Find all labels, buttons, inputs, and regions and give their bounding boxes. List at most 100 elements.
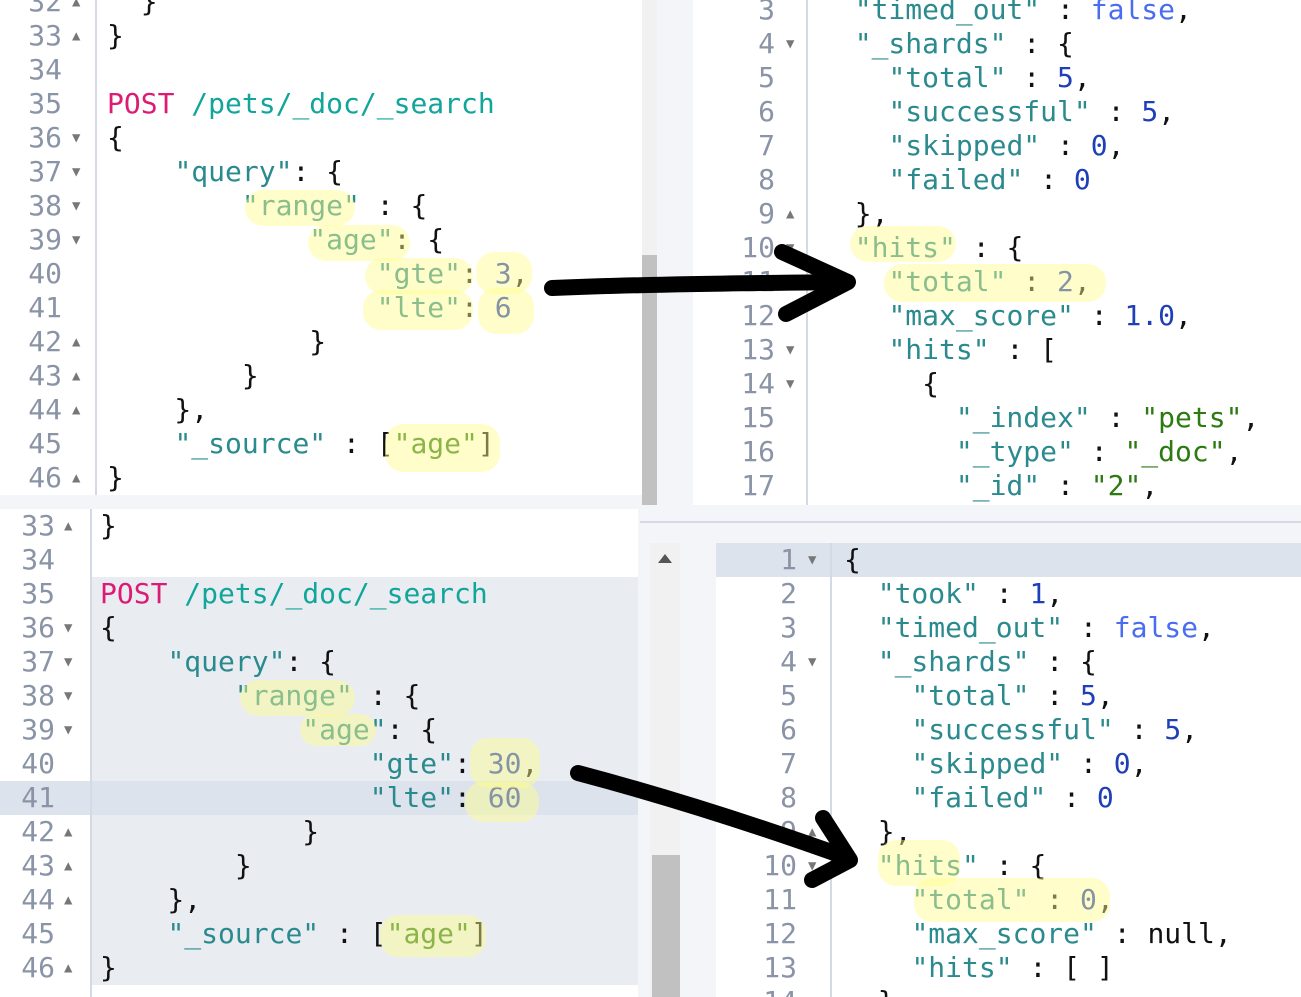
code-line[interactable]: 8 "failed" : 0	[716, 781, 1301, 815]
fold-triangle-up-icon[interactable]: ▲	[808, 824, 817, 840]
code-line[interactable]: 6 "successful" : 5,	[716, 713, 1301, 747]
fold-triangle-down-icon[interactable]: ▼	[64, 654, 73, 670]
fold-triangle-down-icon[interactable]: ▼	[786, 342, 795, 358]
fold-triangle-up-icon[interactable]: ▲	[64, 518, 73, 534]
code-line[interactable]: 34	[0, 53, 642, 87]
fold-triangle-up-icon[interactable]: ▲	[64, 824, 73, 840]
code-line[interactable]: 34	[0, 543, 638, 577]
fold-triangle-up-icon[interactable]: ▲	[72, 470, 81, 486]
code-line[interactable]: 38▼ "range" : {	[0, 189, 642, 223]
code-line[interactable]: 13▼ "hits" : [	[693, 333, 1301, 367]
code-line[interactable]: 38▼ "range" : {	[0, 679, 638, 713]
fold-triangle-up-icon[interactable]: ▲	[786, 206, 795, 222]
fold-triangle-down-icon[interactable]: ▼	[64, 688, 73, 704]
token: : {	[955, 231, 1024, 264]
fold-triangle-down-icon[interactable]: ▼	[808, 552, 817, 568]
code-line[interactable]: 8 "failed" : 0	[693, 163, 1301, 197]
fold-triangle-down-icon[interactable]: ▼	[72, 232, 81, 248]
code-line[interactable]: 12 "max_score" : null,	[716, 917, 1301, 951]
line-number: 46	[28, 461, 62, 494]
request-scrollbar-thumb-top[interactable]	[642, 255, 657, 505]
code-line[interactable]: 10▼ "hits" : {	[716, 849, 1301, 883]
token: :	[461, 291, 495, 324]
code-line[interactable]: 5 "total" : 5,	[693, 61, 1301, 95]
fold-triangle-up-icon[interactable]: ▲	[64, 858, 73, 874]
fold-triangle-up-icon[interactable]: ▲	[64, 892, 73, 908]
code-line[interactable]: 40 "gte": 30,	[0, 747, 638, 781]
code-line[interactable]: 3 "timed_out" : false,	[693, 0, 1301, 27]
code-line[interactable]: 16 "_type" : "_doc",	[693, 435, 1301, 469]
code-line[interactable]: 33▲}	[0, 509, 638, 543]
code-line[interactable]: 33▲}	[0, 19, 642, 53]
fold-triangle-up-icon[interactable]: ▲	[72, 28, 81, 44]
code-line[interactable]: 4▼ "_shards" : {	[693, 27, 1301, 61]
code-line[interactable]: 45 "_source" : ["age"]	[0, 917, 638, 951]
code-line[interactable]: 15 "_index" : "pets",	[693, 401, 1301, 435]
code-text: }	[100, 849, 252, 883]
code-line[interactable]: 14▼ {	[693, 367, 1301, 401]
code-line[interactable]: 3 "timed_out" : false,	[716, 611, 1301, 645]
code-line[interactable]: 14▲ }	[716, 985, 1301, 997]
fold-triangle-down-icon[interactable]: ▼	[72, 198, 81, 214]
code-line[interactable]: 44▲ },	[0, 883, 638, 917]
code-line[interactable]: 41 "lte": 6	[0, 291, 642, 325]
code-line[interactable]: 40 "gte": 3,	[0, 257, 642, 291]
fold-triangle-up-icon[interactable]: ▲	[72, 402, 81, 418]
fold-triangle-down-icon[interactable]: ▼	[72, 164, 81, 180]
code-line[interactable]: 42▲ }	[0, 325, 642, 359]
code-text: }	[107, 461, 124, 495]
fold-triangle-up-icon[interactable]: ▲	[72, 334, 81, 350]
code-line[interactable]: 6 "successful" : 5,	[693, 95, 1301, 129]
code-line[interactable]: 1▼{	[716, 543, 1301, 577]
fold-triangle-down-icon[interactable]: ▼	[786, 376, 795, 392]
code-line[interactable]: 4▼ "_shards" : {	[716, 645, 1301, 679]
token: "query"	[174, 155, 293, 188]
code-line[interactable]: 10▼ "hits" : {	[693, 231, 1301, 265]
code-line[interactable]: 9▲ },	[693, 197, 1301, 231]
code-line[interactable]: 41 "lte": 60	[0, 781, 638, 815]
fold-triangle-up-icon[interactable]: ▲	[72, 0, 81, 10]
code-line[interactable]: 42▲ }	[0, 815, 638, 849]
token: "_source"	[174, 427, 327, 460]
code-line[interactable]: 43▲ }	[0, 359, 642, 393]
code-line[interactable]: 32▲ }	[0, 0, 642, 19]
code-line[interactable]: 17 "_id" : "2",	[693, 469, 1301, 503]
fold-triangle-down-icon[interactable]: ▼	[64, 620, 73, 636]
code-line[interactable]: 7 "skipped" : 0,	[716, 747, 1301, 781]
code-line[interactable]: 13 "hits" : [ ]	[716, 951, 1301, 985]
highlight-lte-value	[478, 288, 534, 334]
code-line[interactable]: 36▼{	[0, 121, 642, 155]
code-line[interactable]: 2 "took" : 1,	[716, 577, 1301, 611]
code-line[interactable]: 46▲}	[0, 951, 638, 985]
fold-triangle-down-icon[interactable]: ▼	[808, 654, 817, 670]
code-line[interactable]: 5 "total" : 5,	[716, 679, 1301, 713]
code-line[interactable]: 45 "_source" : ["age"]	[0, 427, 642, 461]
code-line[interactable]: 43▲ }	[0, 849, 638, 883]
scroll-up-arrow-icon[interactable]	[658, 554, 672, 563]
code-line[interactable]: 37▼ "query": {	[0, 155, 642, 189]
response-viewer-bottom[interactable]: 1▼{2 "took" : 1,3 "timed_out" : false,4▼…	[716, 543, 1301, 997]
fold-triangle-down-icon[interactable]: ▼	[808, 858, 817, 874]
fold-triangle-down-icon[interactable]: ▼	[64, 722, 73, 738]
code-line[interactable]: 46 ▲}	[0, 461, 642, 495]
response-viewer-top[interactable]: 3 "timed_out" : false,4▼ "_shards" : {5 …	[693, 0, 1301, 505]
fold-triangle-down-icon[interactable]: ▼	[786, 36, 795, 52]
fold-triangle-up-icon[interactable]: ▲	[64, 960, 73, 976]
code-line[interactable]: 44▲ },	[0, 393, 642, 427]
code-line[interactable]: 37▼ "query": {	[0, 645, 638, 679]
code-line[interactable]: 12 "max_score" : 1.0,	[693, 299, 1301, 333]
fold-triangle-up-icon[interactable]: ▲	[72, 368, 81, 384]
fold-triangle-up-icon[interactable]: ▲	[808, 985, 816, 997]
token: :	[1006, 61, 1058, 94]
request-scrollbar-thumb-bottom[interactable]	[652, 855, 680, 997]
code-line[interactable]: 36▼{	[0, 611, 638, 645]
code-line[interactable]: 39▼ "age": {	[0, 713, 638, 747]
code-line[interactable]: 39▼ "age": {	[0, 223, 642, 257]
code-line[interactable]: 11 "total" : 0,	[716, 883, 1301, 917]
fold-triangle-down-icon[interactable]: ▼	[72, 130, 81, 146]
code-line[interactable]: 7 "skipped" : 0,	[693, 129, 1301, 163]
